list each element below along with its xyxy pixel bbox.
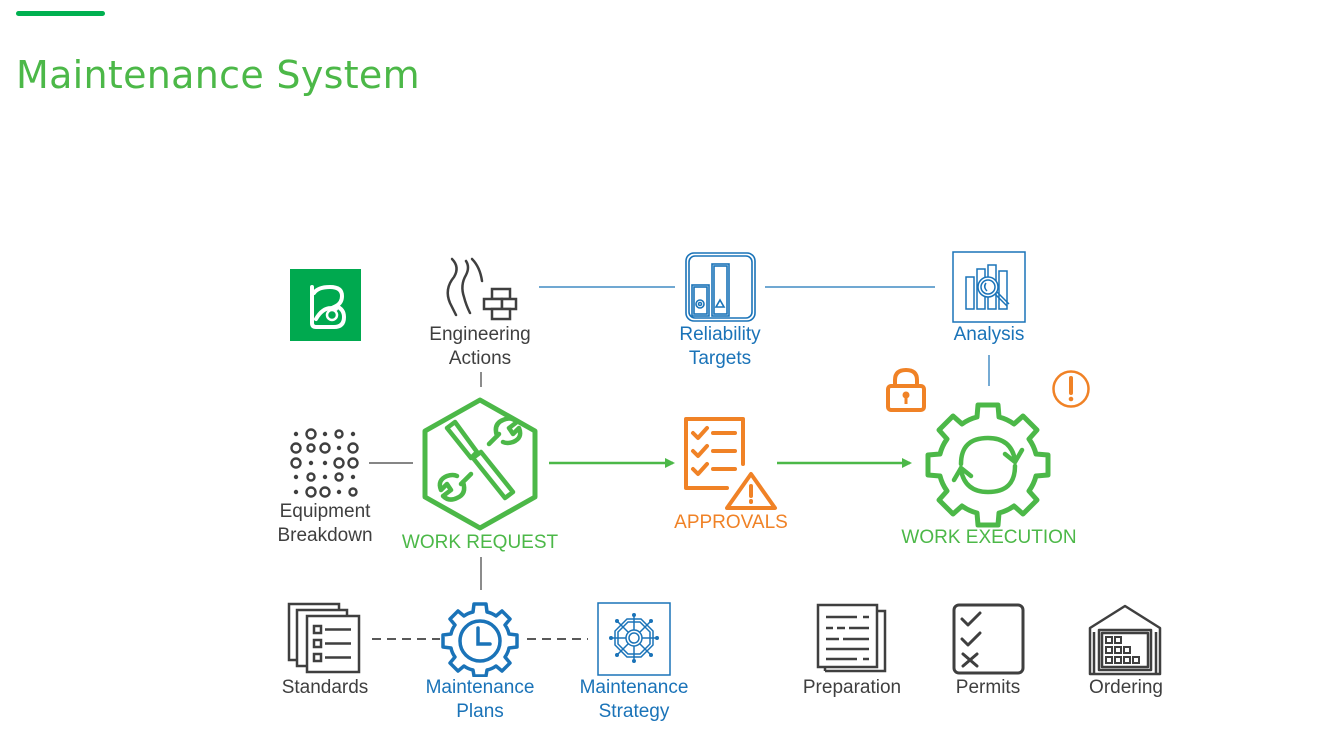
dot-grid-icon <box>290 428 359 498</box>
label-line: Breakdown <box>277 525 373 546</box>
gear-clock-icon <box>441 602 519 677</box>
label-maintenance-strategy: Maintenance Strategy <box>580 676 689 724</box>
label-reliability-targets: Reliability Targets <box>679 323 760 371</box>
label-line: Maintenance <box>425 677 535 698</box>
check-check-cross-icon <box>952 603 1025 675</box>
label-line: Equipment <box>279 501 371 522</box>
brand-logo <box>290 269 361 341</box>
label-line: Reliability <box>679 324 761 345</box>
label-approvals: APPROVALS <box>674 512 788 533</box>
label-permits: Permits <box>955 677 1021 698</box>
page-title: Maintenance System <box>16 53 420 97</box>
label-standards: Standards <box>281 677 369 698</box>
label-work-execution: WORK EXECUTION <box>901 527 1077 548</box>
label-line: Maintenance <box>579 677 689 698</box>
label-line: Engineering <box>429 324 531 345</box>
label-engineering-actions: Engineering Actions <box>429 323 530 371</box>
warehouse-icon <box>1088 604 1162 676</box>
label-work-request: WORK REQUEST <box>401 532 559 553</box>
label-preparation: Preparation <box>802 677 902 698</box>
title-accent-bar <box>16 11 105 16</box>
label-analysis: Analysis <box>953 324 1025 345</box>
label-maintenance-plans: Maintenance Plans <box>426 676 535 724</box>
wrench-screwdriver-hexagon-icon <box>422 397 538 531</box>
fire-brick-icon <box>446 257 518 321</box>
gear-refresh-icon <box>925 402 1051 528</box>
label-ordering: Ordering <box>1089 677 1163 698</box>
exclamation-circle-icon <box>1052 370 1090 408</box>
chart-magnifier-icon <box>952 251 1026 323</box>
checklist-warning-icon <box>684 417 777 510</box>
bar-targets-icon <box>685 252 756 322</box>
stacked-documents-icon <box>287 602 361 674</box>
label-line: Targets <box>688 348 752 369</box>
brand-logo-icon <box>310 284 347 329</box>
label-line: Actions <box>448 348 512 369</box>
document-lines-icon <box>816 603 887 673</box>
padlock-icon <box>886 367 926 412</box>
ship-wheel-icon <box>597 602 671 676</box>
label-line: Plans <box>456 701 504 722</box>
label-line: Strategy <box>598 701 670 722</box>
label-equipment-breakdown: Equipment Breakdown <box>277 500 372 548</box>
